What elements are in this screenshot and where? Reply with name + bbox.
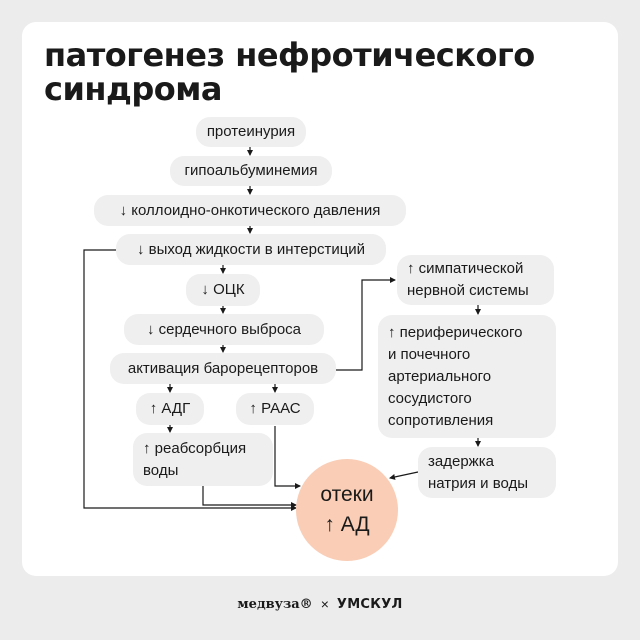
node-resistance: ↑ периферического и почечного артериальн… bbox=[378, 315, 556, 438]
node-resistance-line-1: ↑ периферического bbox=[388, 323, 523, 341]
node-adh: ↑ АДГ bbox=[136, 393, 204, 425]
node-sympathetic: ↑ симпатической нервной системы bbox=[397, 255, 554, 305]
arrow-reabsorption-to-result bbox=[202, 486, 297, 508]
footer-brands: медвуза® × УМСКУЛ bbox=[0, 594, 640, 614]
result-circle: отеки ↑ АД bbox=[296, 459, 398, 561]
title-line-2: синдрома bbox=[44, 70, 222, 108]
node-sodium-retention-line-2: натрия и воды bbox=[428, 474, 529, 492]
brand-separator: × bbox=[320, 596, 329, 612]
node-reabsorption-line-2: воды bbox=[143, 461, 179, 479]
arrow-baro-to-sympathetic bbox=[336, 277, 396, 371]
node-sympathetic-line-1: ↑ симпатической bbox=[407, 260, 524, 277]
node-hypoalbuminemia-label: гипоальбуминемия bbox=[184, 162, 318, 179]
node-oncotic-pressure: ↓ коллоидно-онкотического давления bbox=[94, 195, 406, 226]
node-fluid-exit: ↓ выход жидкости в интерстиций bbox=[116, 234, 386, 265]
node-reabsorption: ↑ реабсорбция воды bbox=[133, 433, 273, 486]
node-cardiac-output-label: ↓ сердечного выброса bbox=[146, 320, 302, 338]
node-ocv-label: ↓ ОЦК bbox=[201, 281, 245, 298]
brand-medvuza-logo: медвуза® bbox=[237, 596, 313, 612]
arrow-raas-to-result bbox=[274, 426, 301, 489]
node-sodium-retention-line-1: задержка bbox=[428, 452, 494, 470]
node-oncotic-pressure-label: ↓ коллоидно-онкотического давления bbox=[119, 201, 381, 219]
node-ocv: ↓ ОЦК bbox=[186, 274, 260, 306]
page-title: патогенез нефротического синдрома bbox=[44, 38, 535, 106]
node-sodium-retention: задержка натрия и воды bbox=[418, 447, 556, 498]
node-cardiac-output: ↓ сердечного выброса bbox=[124, 314, 324, 345]
title-line-1: патогенез нефротического bbox=[44, 36, 535, 74]
node-baroreceptors-label: активация барорецепторов bbox=[127, 359, 319, 377]
node-resistance-line-4: сосудистого bbox=[388, 389, 472, 407]
node-reabsorption-line-1: ↑ реабсорбция bbox=[143, 439, 247, 457]
brand-umskul-logo: УМСКУЛ bbox=[336, 596, 403, 612]
node-hypoalbuminemia: гипоальбуминемия bbox=[170, 156, 332, 186]
node-fluid-exit-label: ↓ выход жидкости в интерстиций bbox=[136, 240, 366, 258]
node-baroreceptors: активация барорецепторов bbox=[110, 353, 336, 384]
result-line-1: отеки bbox=[320, 483, 374, 506]
node-sympathetic-line-2: нервной системы bbox=[407, 282, 529, 299]
result-line-2: ↑ АД bbox=[324, 513, 370, 536]
node-resistance-line-5: сопротивления bbox=[388, 411, 494, 429]
arrow-fluid-to-result bbox=[83, 249, 297, 511]
node-resistance-line-2: и почечного bbox=[388, 345, 471, 363]
node-resistance-line-3: артериального bbox=[388, 367, 492, 385]
node-adh-label: ↑ АДГ bbox=[149, 400, 191, 417]
node-proteinuria-label: протеинурия bbox=[206, 123, 296, 140]
node-proteinuria: протеинурия bbox=[196, 117, 306, 147]
arrow-sodium-to-result bbox=[389, 471, 419, 480]
node-raas-label: ↑ РААС bbox=[249, 400, 301, 417]
node-raas: ↑ РААС bbox=[236, 393, 314, 425]
